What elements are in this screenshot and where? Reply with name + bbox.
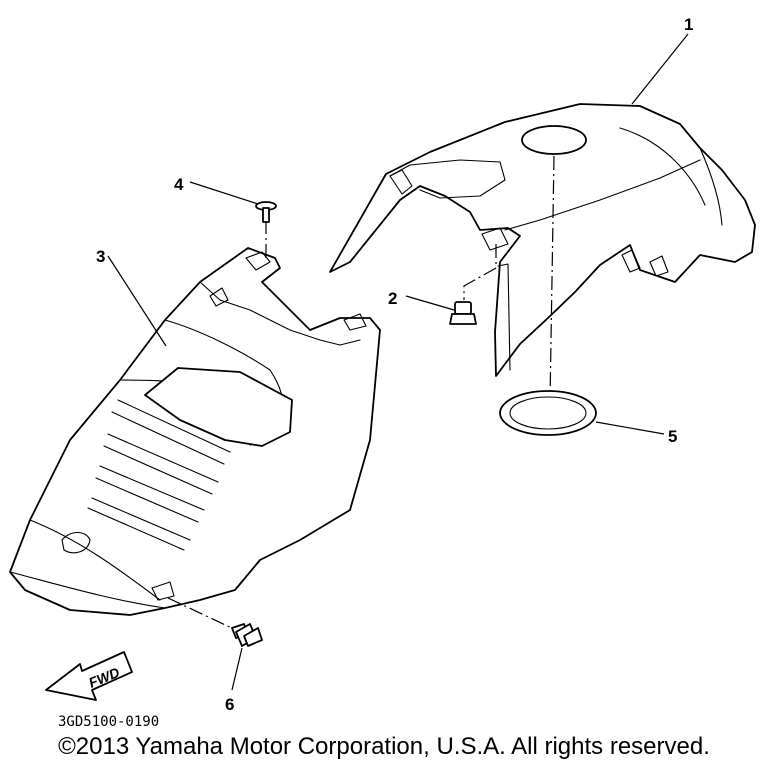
alignment-line-ring — [549, 155, 555, 403]
callout-3: 3 — [96, 247, 105, 266]
part-2-nut — [449, 301, 477, 325]
part-6-bolt — [231, 623, 263, 647]
fwd-arrow: FWD — [45, 651, 133, 701]
alignment-line-bolt-6 — [167, 597, 237, 631]
alignment-line-nut — [463, 244, 497, 300]
callout-2: 2 — [388, 289, 397, 308]
part-1-rear-cover — [329, 103, 756, 377]
leader-1 — [631, 33, 689, 105]
leader-5 — [595, 421, 665, 435]
part-3-seat-cover — [9, 247, 381, 616]
callout-1: 1 — [684, 15, 693, 34]
callout-6: 6 — [225, 695, 234, 714]
part-5-ring-seal — [499, 390, 597, 436]
callout-5: 5 — [668, 427, 677, 446]
leader-6 — [231, 647, 243, 691]
callout-4: 4 — [174, 175, 184, 194]
leader-2 — [405, 295, 455, 311]
leader-3 — [107, 255, 167, 347]
part-4-screw — [255, 201, 277, 223]
diagram-part-code: 3GD5100-0190 — [58, 714, 159, 730]
copyright-notice: ©2013 Yamaha Motor Corporation, U.S.A. A… — [58, 733, 710, 760]
leader-4 — [189, 181, 259, 205]
